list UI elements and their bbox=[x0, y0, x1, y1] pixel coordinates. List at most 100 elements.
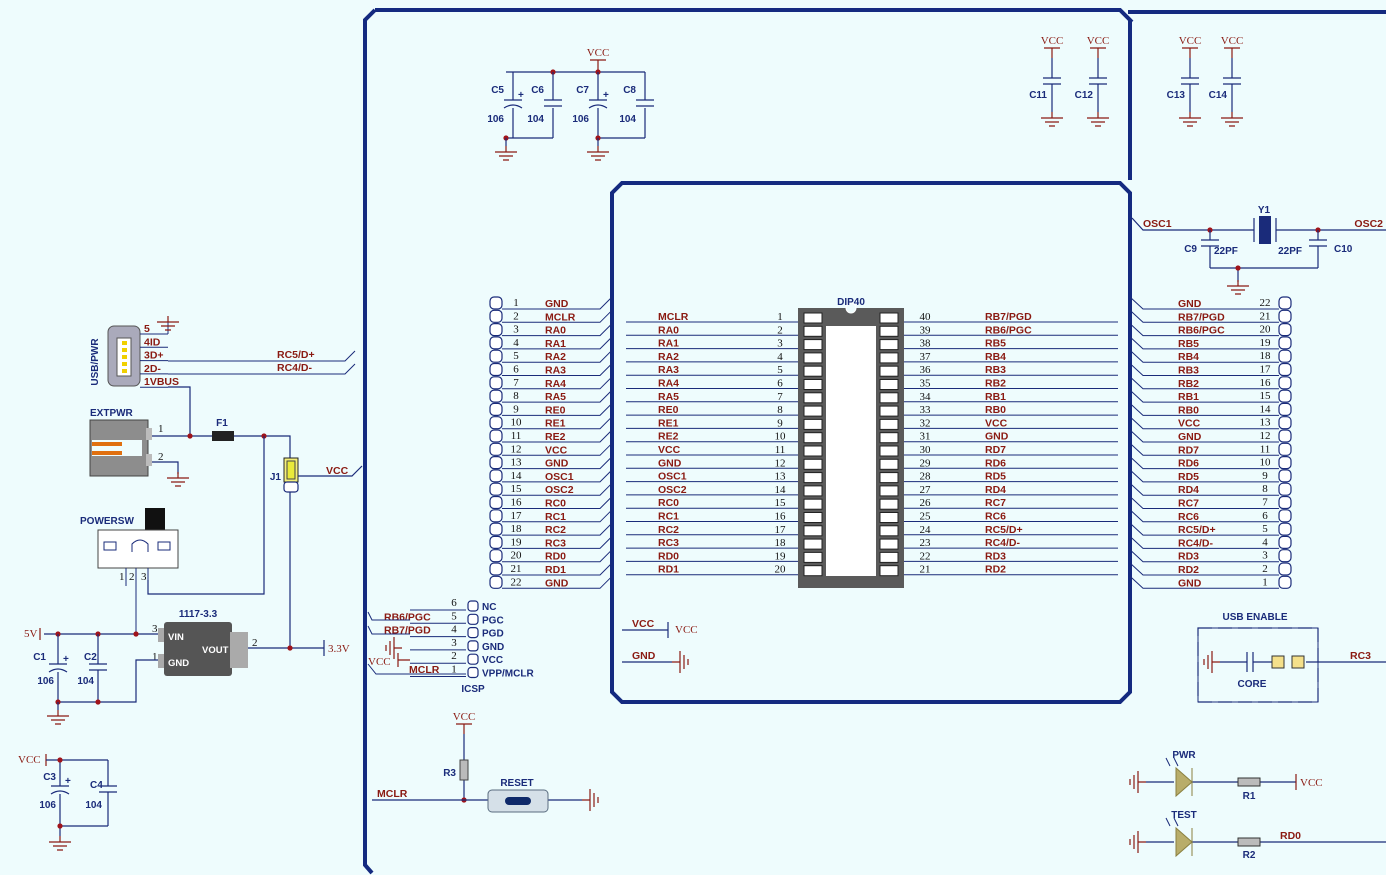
header-pin-number: 1 bbox=[513, 297, 519, 309]
junction-dot bbox=[187, 433, 193, 439]
header-net-label: RC1 bbox=[545, 511, 566, 523]
header-net-label: RC4/D- bbox=[1178, 537, 1214, 549]
usb-net-dplus: RC5/D+ bbox=[277, 349, 315, 361]
dip40-pin-slot bbox=[803, 325, 823, 337]
left-header-pad bbox=[489, 376, 503, 390]
header-pin-number: 10 bbox=[1260, 457, 1272, 469]
c9-value: 22PF bbox=[1214, 246, 1238, 257]
dip40-pin-slot bbox=[879, 485, 899, 497]
right-header-pad bbox=[1278, 349, 1292, 363]
header-net-label: GND bbox=[545, 458, 569, 470]
dip40-pin-slot bbox=[879, 498, 899, 510]
header-pin-number: 6 bbox=[513, 364, 519, 376]
junction-dot bbox=[287, 645, 293, 651]
header-pin-number: 10 bbox=[511, 417, 523, 429]
crystal-y1 bbox=[1259, 216, 1271, 244]
right-header-pad bbox=[1278, 469, 1292, 483]
junction-dot bbox=[57, 823, 63, 829]
chip-net-label: RA3 bbox=[658, 364, 679, 376]
ground-usb bbox=[157, 316, 179, 331]
icsp-net-label: RB7/PGD bbox=[384, 625, 431, 637]
header-net-label: RD0 bbox=[545, 551, 566, 563]
header-pin-number: 22 bbox=[511, 576, 522, 588]
right-header-pad bbox=[1278, 296, 1292, 310]
header-wire bbox=[502, 416, 613, 430]
chip-net-label: GND bbox=[985, 431, 1009, 443]
header-wire bbox=[1129, 323, 1279, 337]
mcu-socket-outline bbox=[610, 181, 1132, 704]
header-net-label: RB7/PGD bbox=[1178, 311, 1225, 323]
header-wire bbox=[502, 296, 613, 310]
header-wire bbox=[1129, 376, 1279, 390]
header-wire bbox=[1129, 442, 1279, 456]
pin-number: 2 bbox=[129, 571, 135, 583]
chip-pin-number: 6 bbox=[777, 378, 783, 390]
cap-value: 106 bbox=[487, 114, 504, 125]
right-header-pad bbox=[1278, 456, 1292, 470]
ground-c5c6 bbox=[495, 146, 517, 161]
header-pin-number: 18 bbox=[1260, 350, 1272, 362]
regulator-pin bbox=[158, 628, 164, 642]
chip-net-label: RA4 bbox=[658, 378, 679, 390]
right-header-pad bbox=[1278, 309, 1292, 323]
chip-pin-number: 13 bbox=[775, 471, 787, 483]
header-wire bbox=[1129, 336, 1279, 350]
header-net-label: RB0 bbox=[1178, 404, 1199, 416]
usb-contact bbox=[122, 355, 127, 359]
right-header-pad bbox=[1278, 442, 1292, 456]
header-net-label: VCC bbox=[1178, 418, 1201, 430]
vcc-label: VCC bbox=[18, 754, 41, 766]
icsp-pin-number: 2 bbox=[451, 650, 457, 662]
usb-pin-label: 1VBUS bbox=[144, 376, 179, 388]
left-header-pad bbox=[489, 362, 503, 377]
header-wire bbox=[502, 549, 613, 563]
header-net-label: RA3 bbox=[545, 365, 566, 377]
chip-net-label: RB3 bbox=[985, 364, 1006, 376]
icsp-pin-number: 5 bbox=[451, 610, 457, 622]
header-net-label: RC3 bbox=[545, 537, 566, 549]
header-wire bbox=[1129, 522, 1279, 536]
chip-net-label: RC6 bbox=[985, 511, 1006, 523]
cap-designator: C11 bbox=[1029, 90, 1047, 101]
icsp-pad bbox=[467, 613, 479, 625]
c10-label: C10 bbox=[1334, 244, 1353, 255]
header-net-label: OSC1 bbox=[545, 471, 574, 483]
header-net-label: RC2 bbox=[545, 524, 566, 536]
vcc-net-label: VCC bbox=[632, 618, 655, 630]
chip-net-label: RC2 bbox=[658, 524, 679, 536]
header-wire bbox=[502, 536, 613, 549]
header-net-label: RA0 bbox=[545, 325, 566, 337]
dip40-pin-slot bbox=[879, 312, 899, 324]
cap-value: 104 bbox=[527, 114, 544, 125]
c10-value: 22PF bbox=[1278, 246, 1302, 257]
pin-number: 1 bbox=[152, 651, 158, 663]
cap-designator: C7 bbox=[576, 85, 589, 96]
header-net-label: RC6 bbox=[1178, 511, 1199, 523]
powersw-label: POWERSW bbox=[80, 516, 134, 527]
icsp-pin-name: VCC bbox=[482, 655, 503, 666]
header-net-label: GND bbox=[1178, 577, 1202, 589]
icsp-mclr-label: MCLR bbox=[409, 664, 440, 676]
led-rays bbox=[1165, 757, 1179, 767]
chip-pin-number: 20 bbox=[775, 564, 787, 576]
switch-lever bbox=[145, 508, 165, 530]
chip-net-label: RD6 bbox=[985, 457, 1006, 469]
header-pin-number: 9 bbox=[513, 403, 519, 415]
chip-pin-number: 21 bbox=[920, 564, 931, 576]
chip-pin-number: 26 bbox=[920, 497, 932, 509]
vout-wire bbox=[248, 640, 325, 656]
header-wire bbox=[1129, 349, 1279, 363]
dip40-pin-slot bbox=[879, 512, 899, 523]
dip40-pin-slot bbox=[803, 485, 823, 497]
left-header-pad bbox=[489, 309, 503, 323]
dip40-pin-slot bbox=[879, 379, 899, 390]
dip40-pin-slot bbox=[803, 418, 823, 430]
cap-designator: C8 bbox=[623, 85, 636, 96]
header-wire bbox=[502, 469, 613, 483]
rc3-net-label: RC3 bbox=[1350, 650, 1371, 662]
pin-number: 1 bbox=[119, 571, 125, 583]
chip-net-label: VCC bbox=[658, 444, 681, 456]
left-header-pad bbox=[489, 469, 503, 483]
chip-pin-number: 19 bbox=[775, 550, 787, 562]
capacitor bbox=[1089, 77, 1107, 85]
